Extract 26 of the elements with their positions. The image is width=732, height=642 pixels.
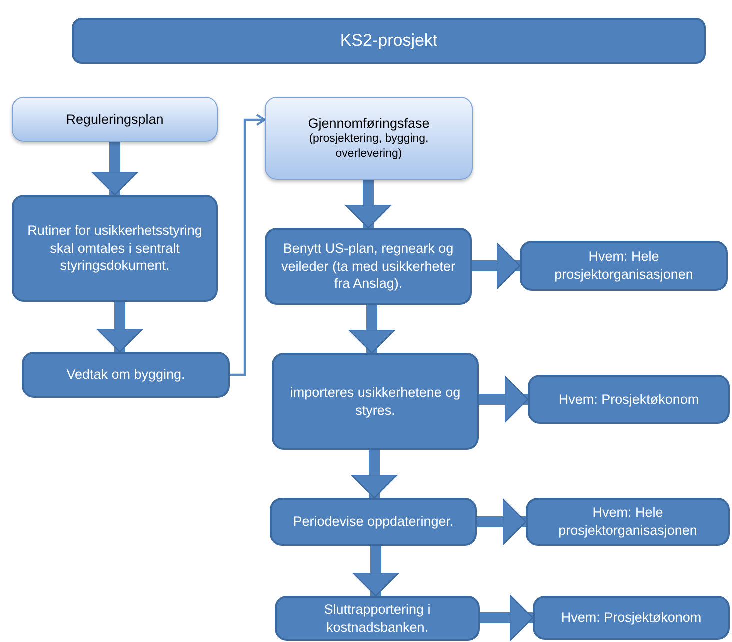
node-subtitle: (prosjektering, bygging, overlevering) bbox=[308, 132, 430, 162]
role-box: Hvem: Prosjektøkonom bbox=[528, 375, 730, 424]
phase-box bbox=[265, 97, 473, 180]
block-arrow bbox=[477, 498, 527, 546]
process-box: Rutiner for usikkerhetsstyring skal omtales i sentralt styringsdokument. bbox=[12, 195, 218, 302]
process-box: Benytt US-plan, regneark og veileder (ta med usikkerheter fra Anslag). bbox=[265, 228, 472, 305]
block-arrow bbox=[96, 302, 144, 353]
role-box: Hvem: Prosjektøkonom bbox=[533, 596, 730, 640]
block-arrow bbox=[479, 376, 529, 424]
block-arrow bbox=[344, 180, 392, 229]
block-arrow bbox=[352, 546, 400, 597]
process-box: Sluttrapportering i kostnadsbanken. bbox=[275, 596, 480, 641]
block-arrow bbox=[348, 305, 396, 354]
process-box: Vedtak om bygging. bbox=[22, 352, 230, 398]
block-arrow bbox=[350, 450, 398, 499]
role-box: Hvem: Hele prosjektorganisasjonen bbox=[520, 241, 728, 291]
start-box: Reguleringsplan bbox=[12, 97, 218, 142]
block-arrow bbox=[91, 142, 139, 196]
block-arrow bbox=[480, 594, 534, 642]
connector-arrow bbox=[230, 114, 266, 376]
process-box: Periodevise oppdateringer. bbox=[270, 498, 477, 546]
role-box: Hvem: Hele prosjektorganisasjonen bbox=[526, 498, 730, 546]
title-bar: KS2-prosjekt bbox=[72, 18, 706, 64]
process-box: importeres usikkerhetene og styres. bbox=[272, 353, 479, 450]
block-arrow bbox=[472, 242, 521, 290]
node-title: Gjennomføringsfase bbox=[308, 114, 430, 132]
